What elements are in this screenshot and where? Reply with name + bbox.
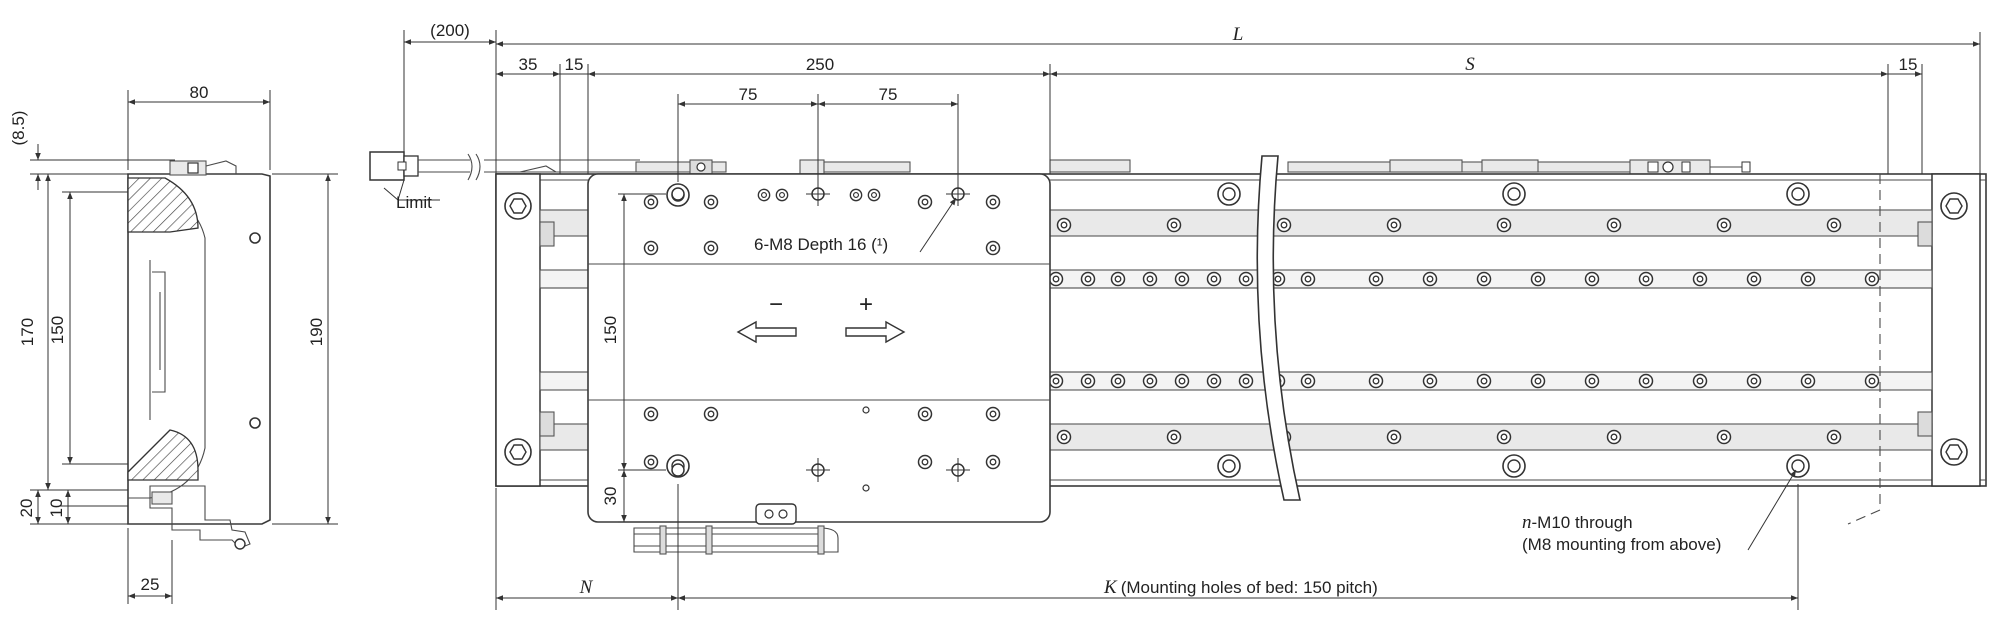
top-sensor-rail [519, 159, 1751, 175]
limit-cable [418, 159, 470, 173]
dim-75-a: 75 [739, 85, 758, 104]
dim-150-vertical: 150 [601, 316, 620, 344]
side-hatch-top [127, 177, 199, 233]
tapped-holes [671, 182, 970, 492]
plus-sign: + [859, 291, 873, 318]
dim-S: S [1465, 54, 1475, 75]
side-dim-170: 170 [18, 318, 37, 346]
dim-cable-length: (200) [430, 21, 470, 40]
dim-L: L [1232, 24, 1244, 45]
side-dim-190: 190 [307, 318, 326, 346]
dim-30: 30 [601, 487, 620, 506]
side-dim-top-offset: (8.5) [9, 111, 28, 146]
left-bottom-bolt [504, 438, 532, 466]
svg-text:n-M10 through: n-M10 through [1522, 512, 1633, 533]
right-bottom-bolt [1940, 438, 1968, 466]
dim-K: K [1103, 577, 1118, 598]
dim-K-text: (Mounting holes of bed: 150 pitch) [1121, 578, 1378, 597]
right-top-bolt [1940, 192, 1968, 220]
dim-N: N [579, 577, 594, 598]
dim-15-right: 15 [1899, 55, 1918, 74]
bottom-cable-bracket [633, 503, 839, 555]
minus-arrow-icon [736, 320, 797, 344]
tapped-holes-label: 6-M8 Depth 16 (¹) [754, 235, 888, 254]
through-holes-line1: -M10 through [1532, 513, 1633, 532]
side-dim-25: 25 [141, 575, 160, 594]
side-hole-upper [249, 232, 261, 244]
front-view: Limit [369, 21, 1987, 610]
through-holes-line2: (M8 mounting from above) [1522, 535, 1721, 554]
minus-sign: − [769, 291, 783, 318]
side-hatch-bottom [127, 429, 199, 481]
dim-15-left: 15 [565, 55, 584, 74]
through-holes-n: n [1522, 512, 1532, 533]
carriage-table [587, 173, 1051, 523]
right-end-plate [1931, 173, 1981, 487]
left-top-bolt [504, 192, 532, 220]
break-line [1256, 155, 1301, 501]
dim-75-b: 75 [879, 85, 898, 104]
dim-250: 250 [806, 55, 834, 74]
svg-text:K(Mounting holes of bed: 150 p: K(Mounting holes of bed: 150 pitch) [1103, 577, 1378, 598]
dim-35: 35 [519, 55, 538, 74]
limit-label: Limit [396, 193, 432, 212]
side-dim-10: 10 [47, 499, 66, 518]
side-dim-width: 80 [190, 83, 209, 102]
plus-arrow-icon [845, 320, 906, 344]
side-dim-150: 150 [48, 316, 67, 344]
left-end-plate [495, 173, 541, 487]
side-view: 80 (8.5) 170 150 190 20 10 25 [9, 83, 338, 604]
side-dim-20: 20 [17, 499, 36, 518]
side-hole-lower [249, 417, 261, 429]
